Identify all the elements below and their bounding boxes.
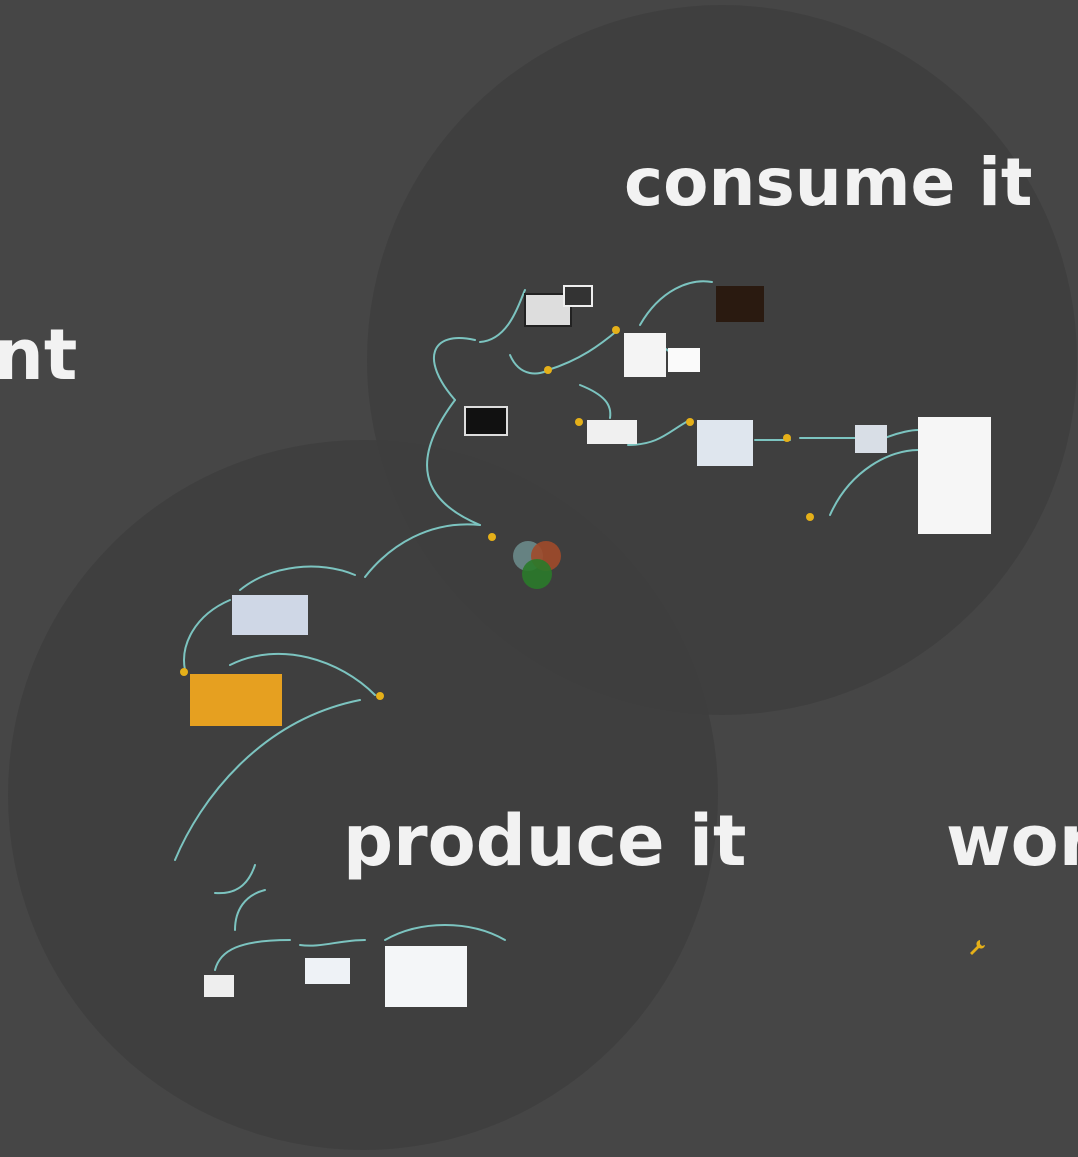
orange-photo-thumbnail[interactable] bbox=[190, 674, 282, 726]
wrench-icon-shape bbox=[970, 940, 985, 955]
video-player-thumbnail[interactable] bbox=[464, 406, 508, 436]
path-segment bbox=[183, 599, 231, 671]
path-segment bbox=[479, 289, 526, 343]
path-segment bbox=[547, 329, 619, 371]
path-segment bbox=[627, 419, 691, 446]
path-segment bbox=[299, 939, 366, 947]
pin-icon[interactable] bbox=[806, 513, 814, 521]
wrench-icon[interactable] bbox=[968, 938, 986, 956]
path-segment bbox=[229, 652, 376, 696]
path-segment bbox=[174, 699, 361, 861]
article-page-thumbnail[interactable] bbox=[918, 417, 991, 534]
tablet-screen-thumbnail[interactable] bbox=[563, 285, 593, 307]
path-segment bbox=[432, 337, 476, 401]
topic-title-consume[interactable]: consume it bbox=[624, 144, 1033, 221]
path-segment bbox=[639, 280, 713, 326]
pin-icon[interactable] bbox=[783, 434, 791, 442]
comic-sketch-thumbnail[interactable] bbox=[587, 420, 637, 444]
path-segment bbox=[234, 889, 266, 931]
small-chart-thumbnail[interactable] bbox=[204, 975, 234, 997]
produce-circle[interactable] bbox=[8, 440, 718, 1150]
collage-thumbnail[interactable] bbox=[232, 595, 308, 635]
path-segment bbox=[214, 939, 291, 971]
pin-icon[interactable] bbox=[686, 418, 694, 426]
pin-icon[interactable] bbox=[544, 366, 552, 374]
small-table-thumbnail[interactable] bbox=[165, 868, 215, 898]
topic-title-right-partial[interactable]: wor bbox=[946, 800, 1078, 882]
path-segment bbox=[214, 864, 256, 895]
topic-title-produce[interactable]: produce it bbox=[343, 800, 747, 882]
pin-icon[interactable] bbox=[488, 533, 496, 541]
photo-thumbnail[interactable] bbox=[716, 286, 764, 322]
pin-icon[interactable] bbox=[575, 418, 583, 426]
path-segment bbox=[884, 429, 919, 439]
topic-title-left-partial[interactable]: nt bbox=[0, 314, 78, 396]
pin-icon[interactable] bbox=[612, 326, 620, 334]
browser-thumbnail[interactable] bbox=[855, 425, 887, 453]
path-segment bbox=[384, 924, 506, 941]
path-segment bbox=[239, 565, 356, 591]
small-document-thumbnail[interactable] bbox=[668, 348, 700, 372]
path-segment bbox=[829, 449, 919, 516]
pin-icon[interactable] bbox=[180, 668, 188, 676]
news-website-thumbnail[interactable] bbox=[697, 420, 753, 466]
map-page-thumbnail[interactable] bbox=[385, 946, 467, 1007]
path-segment bbox=[426, 399, 481, 526]
network-graph-thumbnail[interactable] bbox=[365, 700, 507, 780]
document-page-thumbnail[interactable] bbox=[624, 333, 666, 377]
venn-diagram-shapes bbox=[513, 541, 561, 589]
pin-icon[interactable] bbox=[376, 692, 384, 700]
path-segment bbox=[579, 384, 612, 419]
path-segment bbox=[364, 523, 481, 578]
venn-diagram-thumbnail[interactable] bbox=[508, 538, 564, 592]
webpage-thumbnail[interactable] bbox=[305, 958, 350, 984]
